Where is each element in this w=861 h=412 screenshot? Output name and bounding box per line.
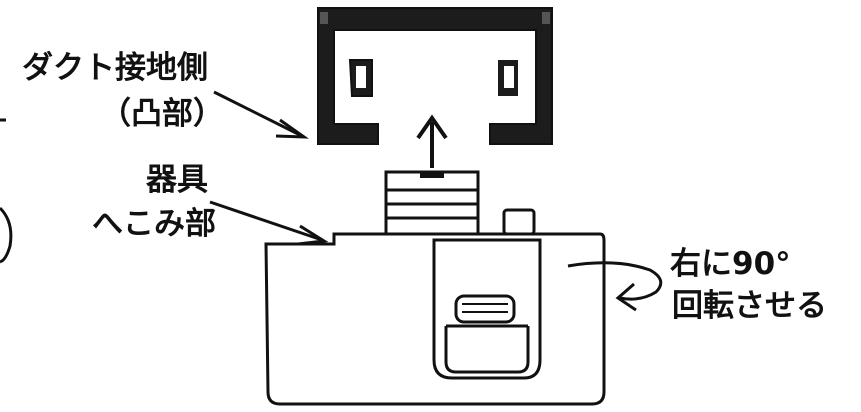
grip-slot: [454, 294, 516, 324]
label-duct-ground-side: ダクト接地側: [22, 50, 208, 86]
label-fixture: 器具: [145, 162, 208, 198]
duct-rail: [317, 7, 553, 145]
up-arrow-icon: [416, 114, 448, 168]
label-rotate-right: 右に90°: [670, 246, 791, 282]
duct-left-slot: [356, 66, 366, 88]
label-concave-part: へこみ部: [92, 206, 216, 242]
left-edge-circle-fragment: [0, 206, 13, 264]
leader-arrow-fixture: [209, 200, 329, 246]
label-convex-part: （凸部）: [100, 96, 224, 132]
label-rotate-instruction: 回転させる: [672, 288, 827, 324]
curved-arrow-icon: [567, 261, 663, 312]
duct-right-slot: [504, 66, 514, 88]
latch-tab: [502, 208, 536, 236]
leader-arrow-duct: [213, 90, 309, 139]
fixture-adapter: [264, 170, 606, 406]
